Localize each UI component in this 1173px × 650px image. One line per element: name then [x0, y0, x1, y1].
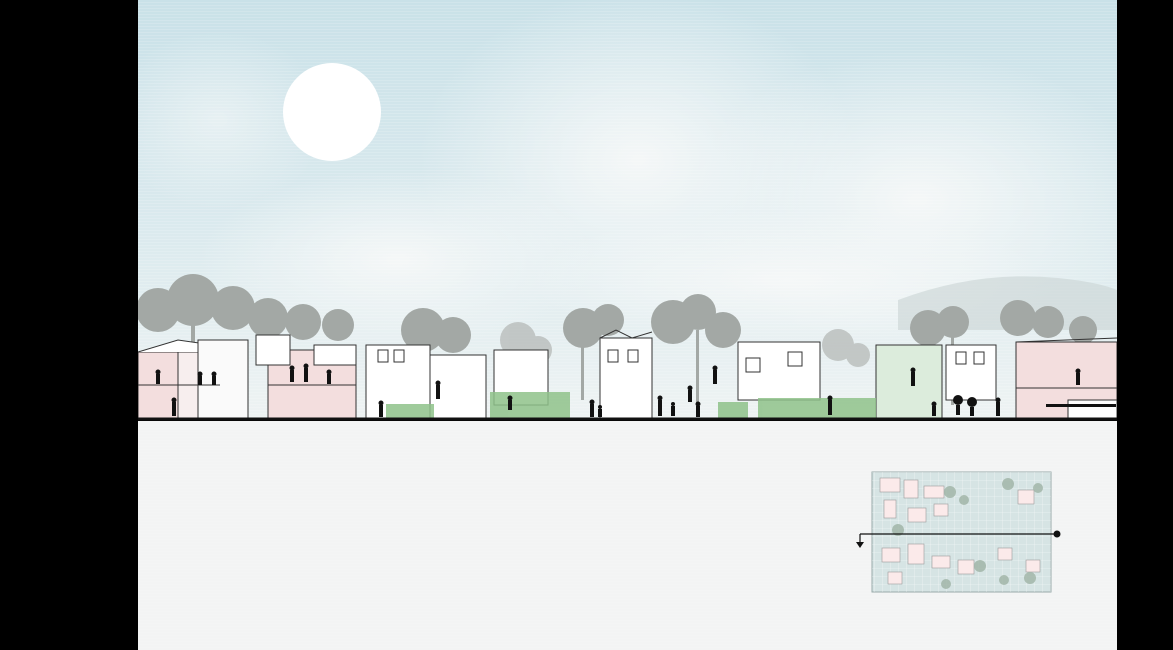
sun-disc-icon: [283, 63, 381, 161]
grass-patches: [386, 392, 876, 418]
section-cut-arrow-icon: [856, 530, 1061, 548]
tree-canopy-icon: [138, 274, 1097, 410]
drawing-sheet: [138, 0, 1117, 650]
key-plan: [856, 471, 1061, 593]
human-silhouette-icon: [155, 363, 1116, 417]
street-section-drawing: [138, 0, 1117, 650]
